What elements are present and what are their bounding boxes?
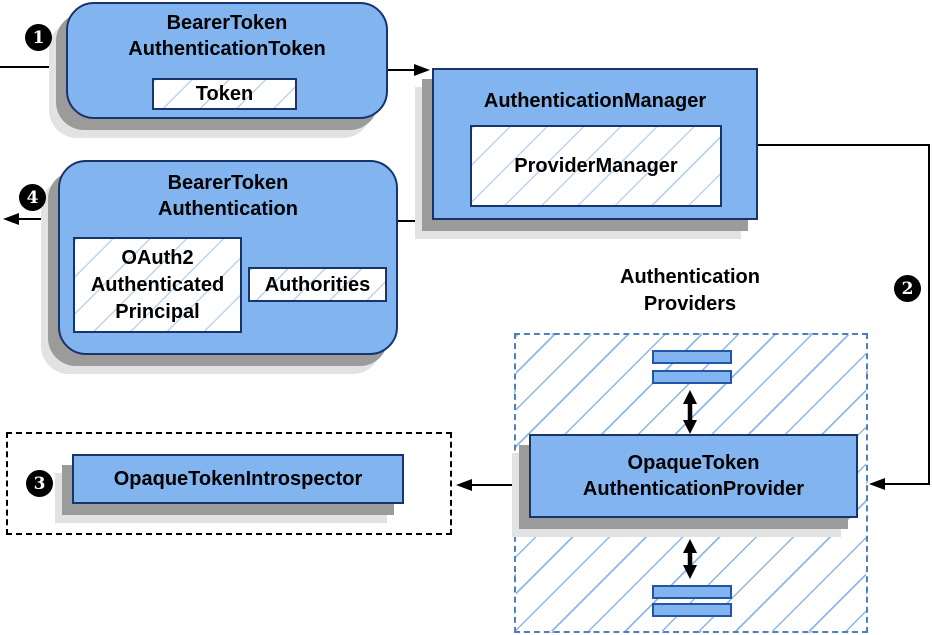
authentication-providers-label: Authentication Providers: [620, 266, 760, 315]
oauth2-authenticated-principal-chip: OAuth2 Authenticated Principal: [73, 237, 242, 333]
bearer-token-authentication-title: BearerToken Authentication: [158, 172, 298, 220]
authorities-label: Authorities: [264, 273, 371, 296]
node-opaque-token-authentication-provider: OpaqueToken AuthenticationProvider: [529, 434, 858, 518]
bearer-token-authentication-token-title: BearerToken AuthenticationToken: [128, 12, 326, 60]
authentication-manager-title: AuthenticationManager: [483, 90, 707, 112]
node-bearer-token-authentication-token: BearerToken AuthenticationToken Token: [66, 2, 388, 119]
provider-stub-bar-bottom-1: [652, 585, 732, 599]
node-opaque-token-introspector: OpaqueTokenIntrospector: [72, 454, 404, 504]
opaque-token-authentication-provider-label: OpaqueToken AuthenticationProvider: [582, 452, 805, 500]
badge-step-1: 1: [25, 24, 52, 51]
provider-stub-bar-top-1: [652, 350, 732, 364]
node-authentication-manager: AuthenticationManager ProviderManager: [432, 68, 758, 220]
badge-step-2: 2: [894, 275, 921, 302]
opaque-token-introspector-label: OpaqueTokenIntrospector: [113, 467, 363, 490]
provider-manager-label: ProviderManager: [514, 155, 678, 177]
badge-step-3: 3: [26, 470, 53, 497]
arrow-manager-to-provider-head: [869, 478, 885, 490]
arrow-provider-to-introspector-head: [456, 479, 472, 491]
token-chip: Token: [152, 78, 297, 110]
provider-manager-chip: ProviderManager: [470, 125, 722, 207]
token-label: Token: [195, 83, 254, 105]
node-bearer-token-authentication: BearerToken Authentication OAuth2 Authen…: [58, 160, 398, 355]
arrow-authentication-out-head: [3, 213, 19, 225]
provider-stub-bar-top-2: [652, 370, 732, 384]
arrow-token-to-manager-head: [414, 64, 430, 76]
oauth2-authenticated-principal-label: OAuth2 Authenticated Principal: [90, 246, 225, 323]
badge-step-4: 4: [19, 184, 46, 211]
authorities-chip: Authorities: [248, 267, 387, 302]
provider-stub-bar-bottom-2: [652, 603, 732, 617]
